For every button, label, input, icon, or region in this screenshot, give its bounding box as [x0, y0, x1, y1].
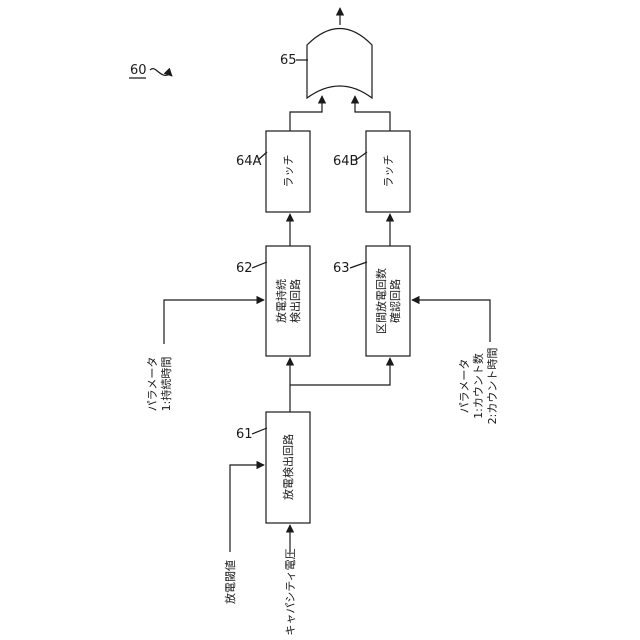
- voltage-input-label: キャパシティ電圧: [284, 548, 297, 635]
- ref-64b: 64B: [333, 154, 358, 169]
- count-confirm-63-box: [366, 246, 410, 356]
- latch-64b-to-output: [355, 96, 390, 131]
- latch-64a-to-output: [290, 96, 322, 131]
- ref-61-leader: [252, 428, 267, 434]
- count-param-line1: パラメータ: [458, 359, 471, 414]
- sustain-detect-label-line2: 検出回路: [288, 279, 302, 323]
- ref-61: 61: [236, 427, 253, 442]
- output-65-shape: [307, 29, 372, 99]
- sustain-param-line1: パラメータ: [146, 357, 159, 412]
- ref-65: 65: [280, 53, 297, 68]
- count-param-line2: 1:カウント数: [472, 353, 485, 419]
- ref-62-leader: [252, 262, 267, 268]
- sustain-param-line2: 1:持続時間: [159, 357, 173, 412]
- ref-63-leader: [350, 262, 367, 268]
- count-param-line: [412, 300, 490, 342]
- sustain-detect-62-box: [266, 246, 310, 356]
- count-confirm-label-line2: 確認回路: [388, 279, 402, 323]
- ref-63: 63: [333, 261, 350, 276]
- latch-64a-label: ラッチ: [282, 155, 295, 188]
- count-param-line3: 2:カウント時間: [486, 348, 499, 425]
- threshold-input-label: 放電閾値: [223, 560, 237, 604]
- figure-ref-label: 60: [130, 63, 147, 78]
- sustain-param-line: [164, 300, 264, 344]
- discharge-detect-label: 放電検出回路: [281, 434, 295, 500]
- sustain-detect-label-line1: 放電持続: [274, 279, 288, 323]
- ref-62: 62: [236, 261, 253, 276]
- detect-to-count-branch: [290, 358, 390, 385]
- threshold-input-line: [230, 465, 264, 552]
- figure-ref-arrow: [170, 74, 172, 76]
- figure-ref-leader: [150, 69, 170, 76]
- latch-64b-label: ラッチ: [382, 155, 395, 188]
- ref-64a: 64A: [236, 154, 262, 169]
- count-confirm-label-line1: 区間放電回数: [374, 268, 388, 334]
